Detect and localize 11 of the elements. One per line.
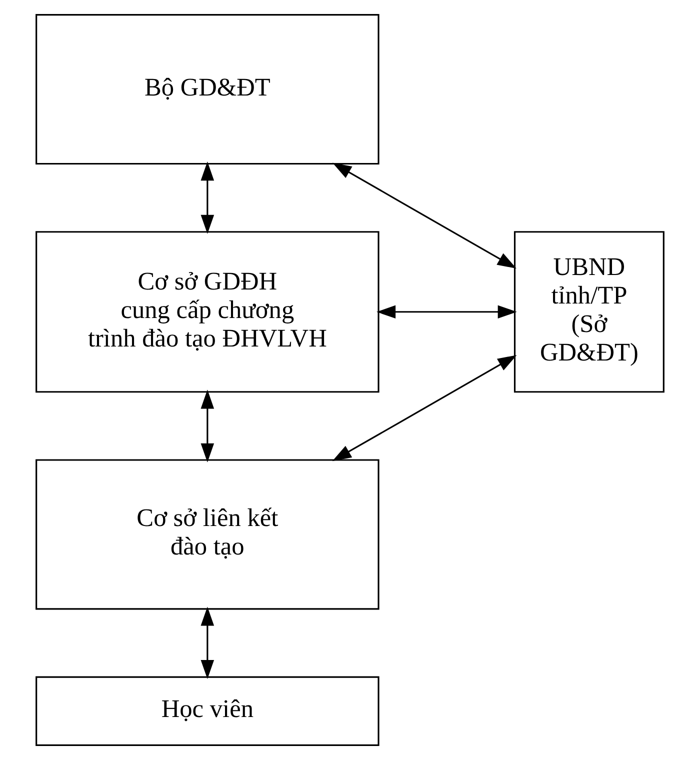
- node-box: Cơ sở liên kết đào tạo: [35, 459, 379, 610]
- arrow: [332, 355, 516, 462]
- arrow: [200, 162, 214, 234]
- node-box: UBND tỉnh/TP (Sở GD&ĐT): [513, 231, 664, 393]
- arrow: [200, 606, 214, 680]
- node-box: Cơ sở GDĐH cung cấp chương trình đào tạo ĐHVLVH: [35, 231, 379, 393]
- arrow: [376, 305, 516, 319]
- arrow: [332, 162, 516, 268]
- arrow: [200, 390, 214, 462]
- node-box: Bộ GD&ĐT: [35, 14, 379, 165]
- node-box: Học viên: [35, 676, 379, 746]
